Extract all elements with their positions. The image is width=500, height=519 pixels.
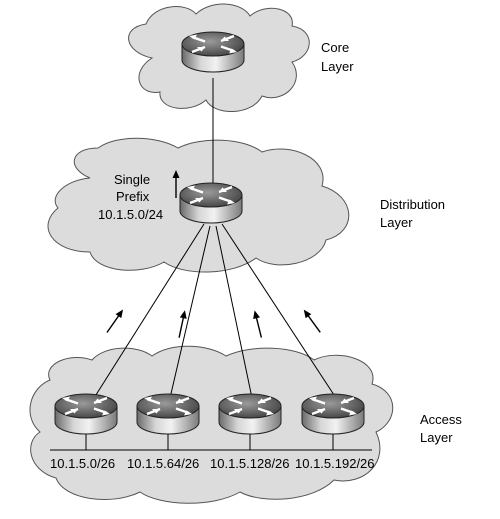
access-link-2: [169, 225, 211, 399]
summary-label: Single: [114, 172, 150, 187]
subnet-label-4: 10.1.5.192/26: [295, 456, 375, 471]
access-router-icon-1: [53, 392, 119, 436]
core-layer-label: Core: [321, 40, 349, 55]
up-arrow-icon-1: [103, 306, 127, 336]
access-link-3: [215, 225, 253, 399]
subnet-label-2: 10.1.5.64/26: [127, 456, 199, 471]
subnet-label-3: 10.1.5.128/26: [210, 456, 290, 471]
access-layer-label: Access: [420, 412, 462, 427]
access-layer-label-2: Layer: [420, 430, 453, 445]
subnet-label-1: 10.1.5.0/26: [50, 456, 115, 471]
up-arrow-icon-3: [250, 308, 266, 340]
summary-label-2: Prefix: [116, 189, 150, 204]
distribution-router-icon: [178, 181, 244, 225]
summary-prefix: 10.1.5.0/24: [98, 207, 163, 222]
access-router-icon-2: [135, 392, 201, 436]
distribution-layer-label-2: Layer: [380, 215, 413, 230]
core-router-icon: [180, 30, 246, 74]
access-router-icon-3: [217, 392, 283, 436]
up-arrow-icon-4: [300, 306, 324, 336]
access-router-icon-4: [300, 392, 366, 436]
access-link-1: [93, 223, 205, 399]
core-layer-label-2: Layer: [321, 59, 354, 74]
up-arrow-icon-2: [174, 308, 190, 340]
access-link-4: [221, 223, 337, 399]
distribution-layer-label: Distribution: [380, 197, 445, 212]
access-cloud: [29, 345, 394, 504]
